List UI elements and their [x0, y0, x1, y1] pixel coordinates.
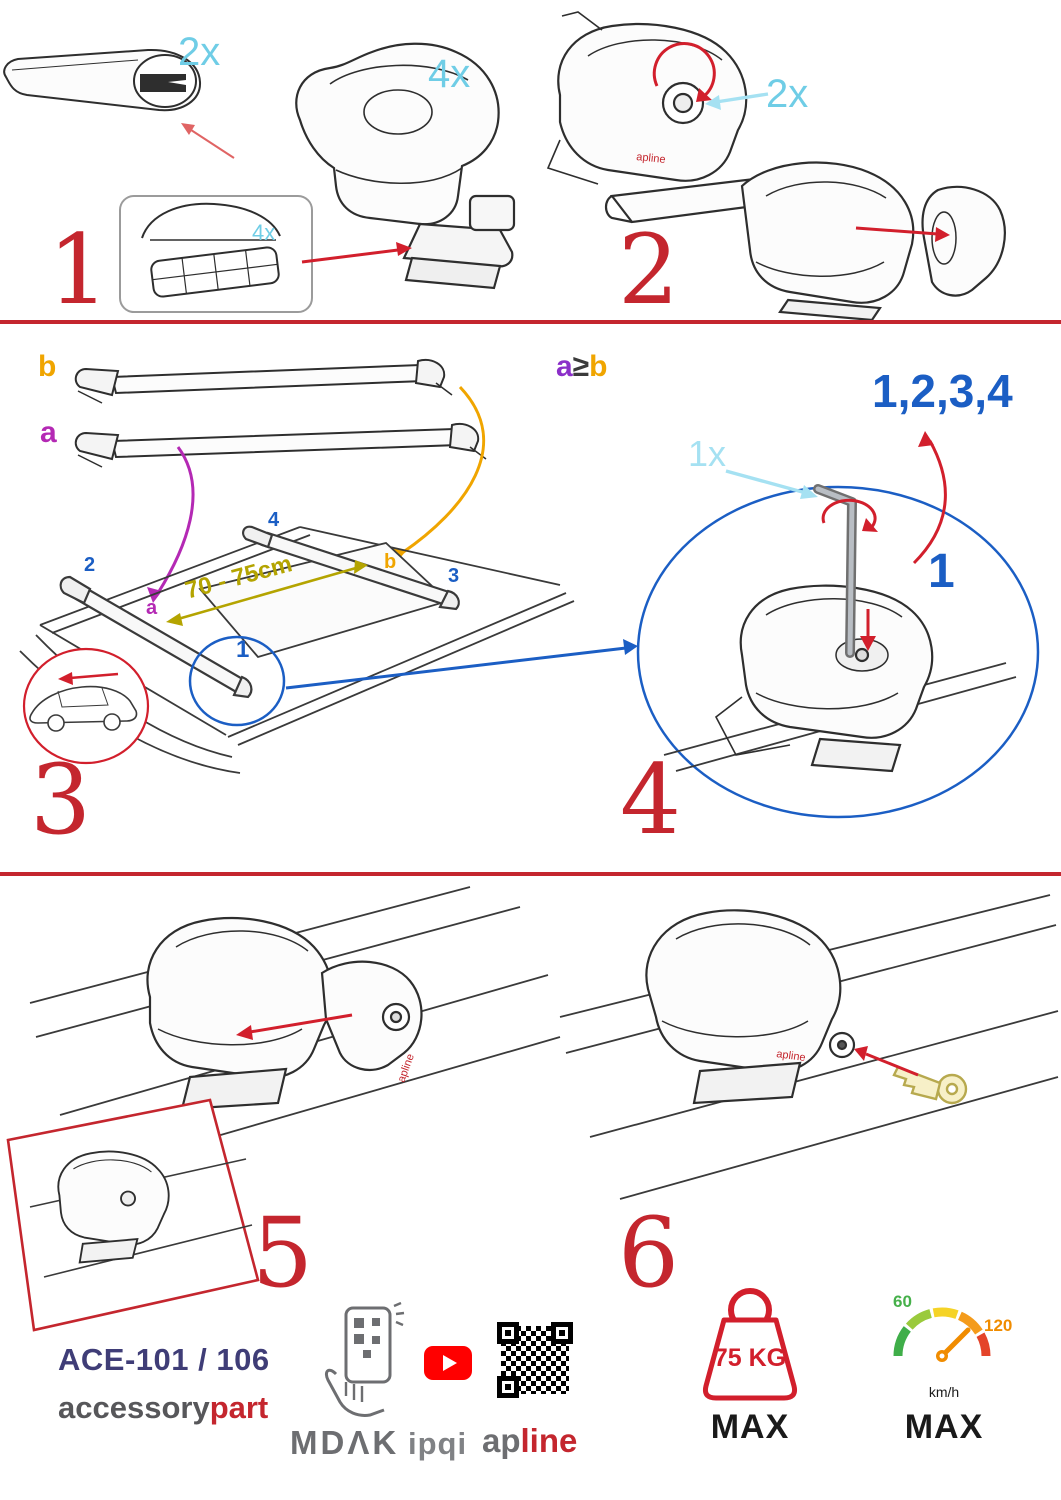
zoom-circle: [636, 485, 1040, 819]
qr-finder-tr: [551, 1322, 573, 1344]
speed-low-label: 60: [893, 1292, 912, 1311]
roof-position-b: b: [384, 551, 397, 573]
crossbar-profile-drawing: [3, 48, 202, 112]
step-3-number: 3: [30, 744, 92, 856]
tool-quantity-label: 1x: [688, 433, 727, 474]
foot-drawing-step1: [295, 42, 516, 290]
arrow-cap-insert: [855, 226, 950, 242]
weight-limit-value: 75 KG: [713, 1344, 787, 1372]
roof-position-4: 4: [268, 509, 280, 531]
foot-quantity-label: 4x: [428, 52, 471, 96]
crossbar-a-drawing: [74, 423, 487, 468]
speed-max-label: MAX: [904, 1408, 984, 1446]
step-6-number: 6: [618, 1197, 680, 1309]
step-1-number: 1: [48, 214, 110, 326]
foot-drawing-step2-bottom: [604, 161, 1006, 322]
bar-a-label: a: [40, 416, 57, 449]
condition-b: b: [589, 350, 608, 383]
apline-logo: apline: [482, 1422, 577, 1460]
arrow-car-direction: [58, 672, 119, 685]
foot-drawing-step5: [146, 916, 423, 1111]
allen-key-drawing: [813, 484, 857, 658]
section1-artwork: apline: [3, 11, 1006, 322]
arrow-key-to-lock: [854, 1046, 919, 1077]
curve-a-to-roof: [156, 446, 195, 594]
ipqi-logo: ipqi: [408, 1426, 468, 1461]
phone-scan-icon: [324, 1302, 405, 1417]
foot-underside-drawing: [141, 202, 281, 239]
arrow-1x-pointer: [725, 469, 818, 499]
arrow-pad-to-foot: [301, 242, 412, 264]
brand-logo: accessorypart: [58, 1390, 268, 1426]
locked-foot-inset: [6, 1098, 260, 1332]
foot-drawing-step4: [714, 584, 934, 773]
section2-artwork: [19, 359, 1040, 819]
pad-quantity-label: 4x: [252, 220, 276, 245]
rubber-pad-drawing: [150, 246, 280, 298]
arrow-cover-insert: [236, 1013, 353, 1040]
step-4-number: 4: [620, 744, 682, 856]
condition-label: a≥b: [556, 352, 607, 382]
youtube-play-triangle: [442, 1355, 457, 1371]
apline-line: line: [520, 1422, 578, 1459]
brand-part: part: [209, 1390, 269, 1425]
first-position-label: 1: [928, 545, 955, 598]
roof-position-1: 1: [236, 636, 250, 663]
foot-drawing-step5-inset: [57, 1150, 170, 1264]
arrow-key-rotation: [821, 498, 878, 532]
weight-max-icon: [703, 1288, 797, 1401]
qr-code-icon: [497, 1322, 573, 1398]
step-5-number: 5: [252, 1197, 314, 1309]
measure-arrow: [166, 560, 368, 626]
arrow-2x-pointer: [705, 92, 769, 110]
pad-inset: [119, 195, 412, 313]
youtube-icon: [424, 1346, 472, 1380]
arrow-to-zoom: [285, 639, 638, 690]
arrow-order-curve: [912, 431, 947, 565]
section-divider-2: [0, 872, 1061, 876]
bar-quantity-label: 2x: [178, 30, 221, 74]
apline-ap: ap: [482, 1422, 521, 1459]
position1-highlight-circle: [188, 635, 286, 727]
mdak-logo: MDΛK: [290, 1424, 400, 1461]
car-inset: [22, 647, 150, 765]
car-side-drawing: [29, 685, 138, 732]
knob-quantity-label: 2x: [766, 72, 809, 116]
arrow-press-down: [860, 609, 876, 651]
foot-drawing-step2-top: [546, 11, 748, 185]
qr-finder-bl: [497, 1376, 519, 1398]
tightening-order-label: 1,2,3,4: [872, 365, 1013, 417]
curve-b-to-roof: [401, 385, 486, 555]
crossbar-front: [59, 575, 253, 699]
qr-finder-tl: [497, 1322, 519, 1344]
section-divider-1: [0, 320, 1061, 324]
apline-logo-on-foot: apline: [776, 1048, 807, 1064]
speedometer-needle: [939, 1327, 971, 1359]
arrow-bar-pointer: [181, 123, 235, 159]
apline-logo-on-foot: apline: [636, 151, 666, 166]
foot-drawing-step6: [645, 909, 856, 1105]
roof-position-3: 3: [448, 565, 460, 587]
weight-max-label: MAX: [710, 1408, 790, 1446]
section3-artwork: apline: [6, 886, 1059, 1332]
bar-b-label: b: [38, 350, 57, 383]
arrow-knob-rotation: [652, 42, 716, 102]
speed-unit-label: km/h: [928, 1384, 960, 1400]
speedometer-icon: [893, 1307, 991, 1362]
key-drawing: [892, 1065, 968, 1105]
condition-a: a: [556, 350, 573, 383]
condition-operator: ≥: [572, 350, 590, 383]
speed-high-label: 120: [984, 1316, 1013, 1335]
model-number: ACE-101 / 106: [58, 1342, 270, 1377]
roof-position-2: 2: [84, 554, 96, 576]
brand-accessory: accessory: [58, 1390, 210, 1425]
crossbar-b-drawing: [74, 359, 453, 404]
step-2-number: 2: [618, 214, 680, 326]
roof-position-a: a: [146, 597, 158, 619]
